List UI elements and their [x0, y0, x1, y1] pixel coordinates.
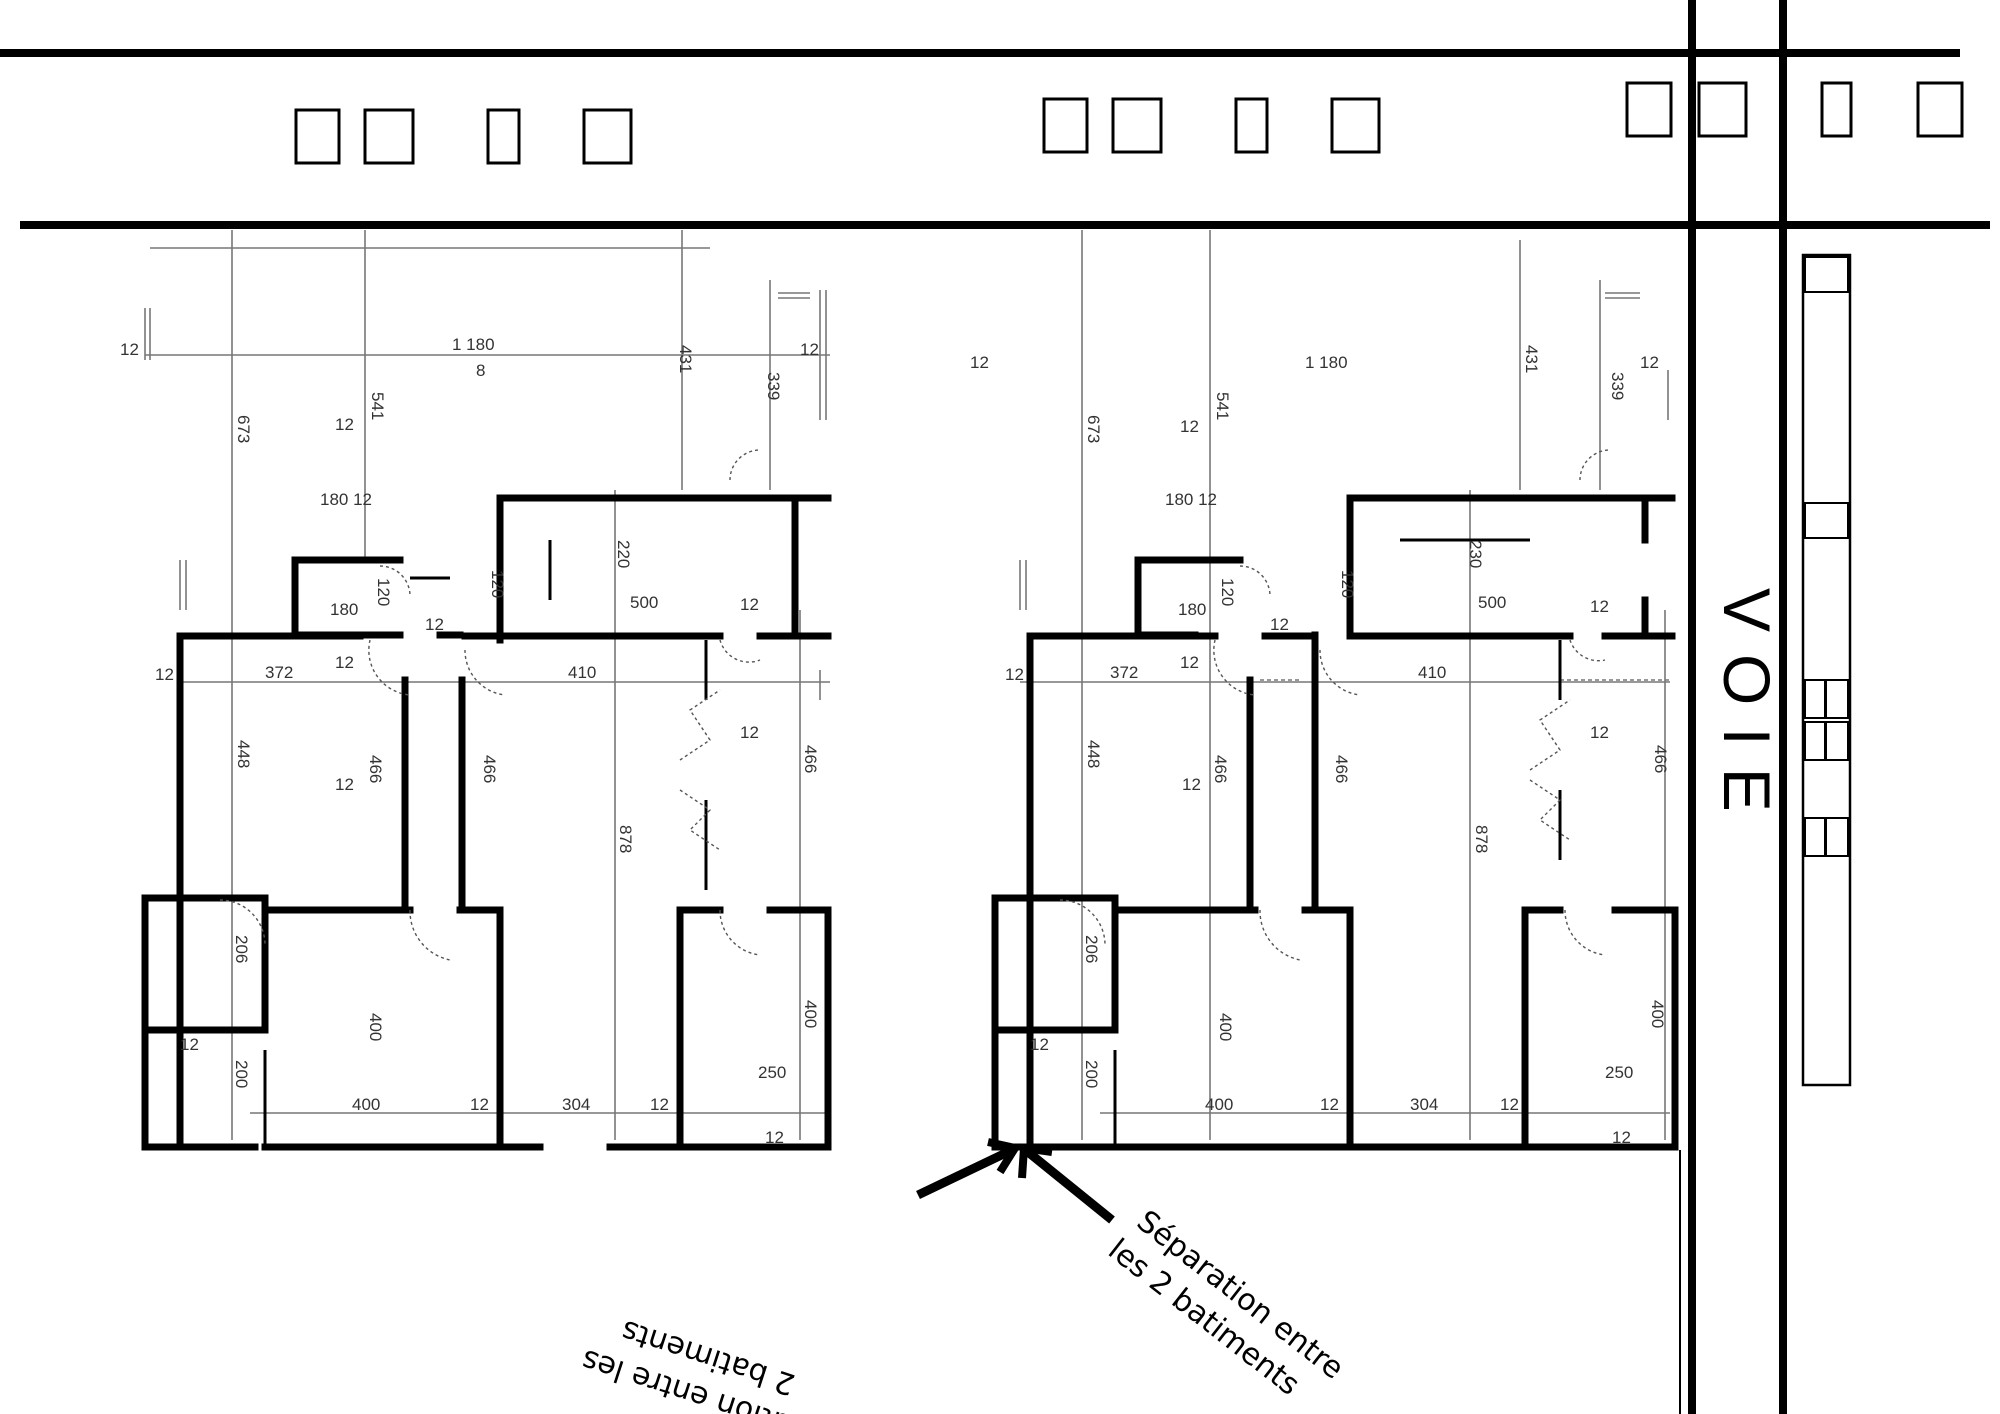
dim-wall: 12	[1180, 417, 1199, 436]
dim-wall: 12	[335, 775, 354, 794]
dim-bath-height: 200	[1082, 1060, 1101, 1088]
arrow-left	[916, 1138, 1022, 1200]
dim-small: 120	[1338, 570, 1357, 598]
dim-corridor: 466	[366, 755, 385, 783]
dimension-lines-right	[1019, 230, 1670, 1140]
dim-left-height: 673	[1084, 415, 1103, 443]
dim-upper-room: 500	[1478, 593, 1506, 612]
building-right: 1 180 541 431 339 673 180 12 180 372 410…	[970, 230, 1679, 1151]
dim-wall: 12	[1590, 597, 1609, 616]
dim-hall: 180 12	[320, 490, 372, 509]
dim-wall: 12	[1182, 775, 1201, 794]
dim-bath-height: 200	[232, 1060, 251, 1088]
dim-wc-height: 206	[1082, 935, 1101, 963]
annotation-right: Séparation entre les 2 batiments	[1102, 1204, 1351, 1403]
building-left: 1 180 541 431 339 673 180 12 180 372 410…	[120, 230, 832, 1151]
dim-top-left: 541	[368, 392, 387, 420]
dim-corridor: 466	[1211, 755, 1230, 783]
dim-wall: 12	[765, 1128, 784, 1147]
dim-room-right-height: 400	[801, 1000, 820, 1028]
dim-wall: 12	[800, 340, 819, 359]
street-squares	[294, 81, 1964, 165]
dim-hall: 180 12	[1165, 490, 1217, 509]
dim-wall: 12	[1590, 723, 1609, 742]
dim-upper-room: 500	[630, 593, 658, 612]
dimension-labels-left: 1 180 541 431 339 673 180 12 180 372 410…	[120, 335, 820, 1147]
doors-right	[1059, 449, 1611, 961]
walls-left	[141, 494, 832, 1151]
dim-tiny: 8	[476, 361, 485, 380]
dim-room304: 304	[1410, 1095, 1438, 1114]
dim-small: 120	[488, 570, 507, 598]
dim-wall: 12	[1030, 1035, 1049, 1054]
dim-room-right-height: 400	[1648, 1000, 1667, 1028]
dim-wall: 12	[740, 595, 759, 614]
dim-room1-width: 372	[1110, 663, 1138, 682]
dim-room1-height: 448	[1084, 740, 1103, 768]
parking-strip	[1801, 253, 1852, 1087]
dim-small: 120	[1218, 578, 1237, 606]
dim-top-far-right: 339	[764, 372, 783, 400]
dim-top-right: 431	[676, 345, 695, 373]
dim-top-far-right: 339	[1608, 372, 1627, 400]
dim-room400-width: 400	[1205, 1095, 1233, 1114]
dimension-labels-right: 1 180 541 431 339 673 180 12 180 372 410…	[970, 345, 1670, 1147]
dim-wall: 12	[1270, 615, 1289, 634]
dim-wall: 12	[120, 340, 139, 359]
dim-wall: 12	[180, 1035, 199, 1054]
dim-wall: 12	[1500, 1095, 1519, 1114]
doors-left	[219, 449, 761, 961]
dim-small: 120	[374, 578, 393, 606]
dim-wall: 12	[1005, 665, 1024, 684]
dim-small-room: 180	[330, 600, 358, 619]
dim-total-width: 1 180	[452, 335, 495, 354]
dim-room250: 250	[1605, 1063, 1633, 1082]
dim-left-height: 673	[234, 415, 253, 443]
dim-wall: 12	[425, 615, 444, 634]
dim-room250: 250	[758, 1063, 786, 1082]
dim-room1-height: 448	[234, 740, 253, 768]
street-label: VOIE	[1710, 588, 1784, 834]
dim-room400-width: 400	[352, 1095, 380, 1114]
separation-annotation: Séparation entre les 2 batiments Séparat…	[577, 1138, 1351, 1414]
dim-room2-width: 410	[1418, 663, 1446, 682]
dim-wall: 12	[970, 353, 989, 372]
dim-room1-width: 372	[265, 663, 293, 682]
dim-small-room: 180	[1178, 600, 1206, 619]
arrow-right	[1018, 1143, 1115, 1224]
dim-wall: 12	[335, 415, 354, 434]
dim-room304: 304	[562, 1095, 590, 1114]
dim-total-depth: 878	[616, 825, 635, 853]
dim-room2-width: 410	[568, 663, 596, 682]
dim-top-right: 431	[1522, 345, 1541, 373]
dim-right-height: 466	[1651, 745, 1670, 773]
dim-wall: 12	[1180, 653, 1199, 672]
dim-top-left: 541	[1213, 392, 1232, 420]
dim-wc-height: 206	[232, 935, 251, 963]
dim-upper-height: 230	[1466, 540, 1485, 568]
dim-wall: 12	[1612, 1128, 1631, 1147]
dim-wall: 12	[650, 1095, 669, 1114]
walls-right	[991, 494, 1679, 1151]
dim-corridor2: 466	[1332, 755, 1351, 783]
dim-wall: 12	[335, 653, 354, 672]
dim-room400-height: 400	[366, 1013, 385, 1041]
dim-total-depth: 878	[1472, 825, 1491, 853]
dim-wall: 12	[740, 723, 759, 742]
dim-total-width: 1 180	[1305, 353, 1348, 372]
dim-wall: 12	[470, 1095, 489, 1114]
dim-wall: 12	[1640, 353, 1659, 372]
dim-room400-height: 400	[1216, 1013, 1235, 1041]
dim-right-height: 466	[801, 745, 820, 773]
dim-wall: 12	[155, 665, 174, 684]
dim-wall: 12	[1320, 1095, 1339, 1114]
dim-upper-height: 220	[614, 540, 633, 568]
annotation-left: Séparation entre les 2 batiments	[577, 1313, 877, 1414]
dim-corridor2: 466	[480, 755, 499, 783]
dimension-lines-left	[144, 230, 830, 1140]
